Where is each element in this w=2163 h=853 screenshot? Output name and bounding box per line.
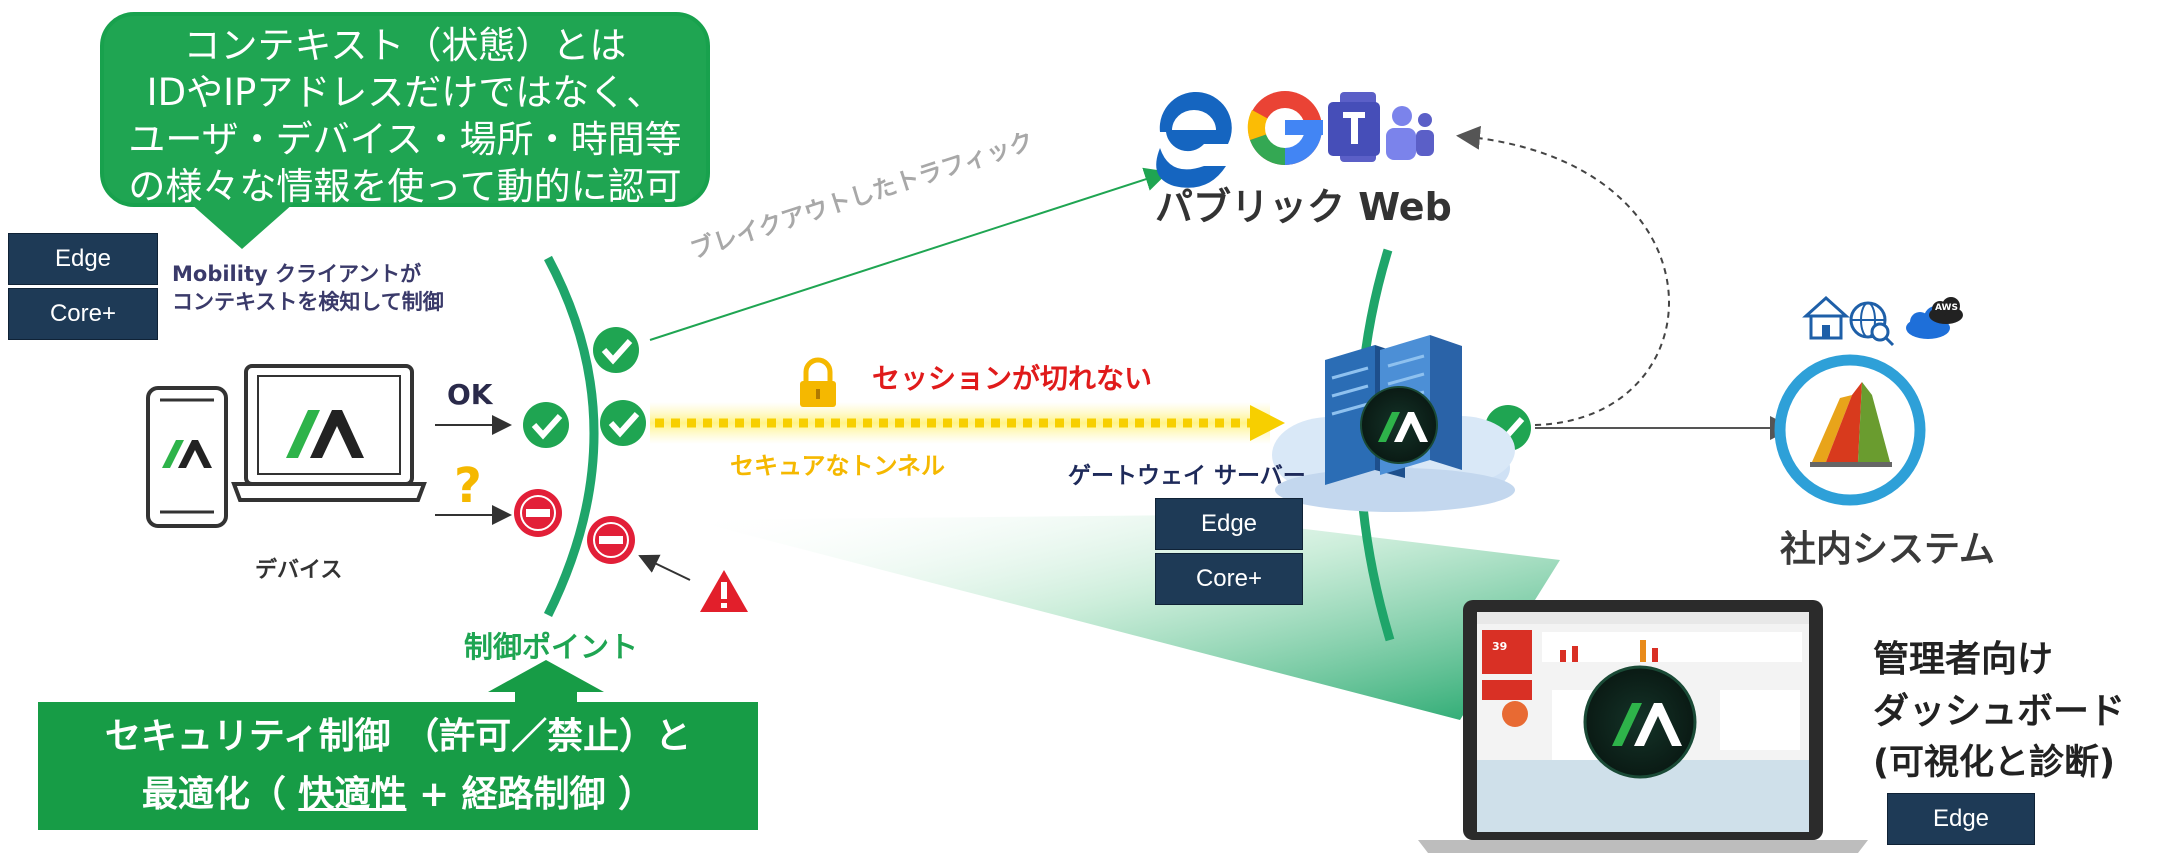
ok-label: OK xyxy=(447,378,493,411)
gateway-label: ゲートウェイ サーバー xyxy=(1068,463,1306,489)
aws-label: AWS xyxy=(1935,303,1958,313)
google-icon xyxy=(1247,91,1323,165)
internal-system-label: 社内システム xyxy=(1780,529,1995,570)
check-icon-ok xyxy=(523,402,569,448)
gateway-edge-tag: Edge xyxy=(1155,498,1303,550)
breakout-arrow xyxy=(649,167,1169,341)
control-point-up-arrow xyxy=(488,660,604,692)
warning-icon xyxy=(700,570,748,612)
security-box-line-2-prefix: 最適化（ xyxy=(141,774,286,815)
gateway-core-tag: Core+ xyxy=(1155,553,1303,605)
check-icon-tunnel xyxy=(600,400,646,446)
globe-icon xyxy=(1849,301,1895,347)
teams-icon xyxy=(1328,92,1434,162)
security-box-comfort: 快適性 xyxy=(298,774,407,815)
security-box-line-2: 最適化（ 快適性 + 経路制御 ） xyxy=(38,766,758,824)
dashboard-screen-number: 39 xyxy=(1492,640,1508,653)
tunnel-label: セキュアなトンネル xyxy=(730,452,946,480)
tunnel-arrowhead xyxy=(1250,405,1285,441)
speech-bubble-tail xyxy=(190,203,294,249)
phone-icon xyxy=(146,386,228,528)
lock-icon xyxy=(800,357,836,407)
question-mark: ? xyxy=(454,458,482,514)
gateway-to-web-dashed xyxy=(1456,125,1670,426)
laptop-icon xyxy=(231,364,427,502)
internal-system-icon xyxy=(1774,354,1926,506)
dashboard-beam xyxy=(690,515,1560,720)
left-edge-tag: Edge xyxy=(8,233,158,285)
left-core-tag: Core+ xyxy=(8,288,158,340)
session-label: セッションが切れない xyxy=(872,362,1153,395)
aws-cloud-icon xyxy=(1929,297,1963,324)
dashboard-laptop-icon xyxy=(1418,600,1868,853)
security-optimization-box: セキュリティ制御 （許可／禁止）と 最適化（ 快適性 + 経路制御 ） xyxy=(38,702,758,830)
context-speech-bubble: コンテキスト（状態）とは IDやIPアドレスだけではなく、 ユーザ・デバイス・場… xyxy=(100,12,710,208)
mobility-line-2: コンテキストを検知して制御 xyxy=(172,290,444,314)
threat-arrow xyxy=(638,554,691,581)
public-web-label: パブリック Web xyxy=(1155,185,1452,229)
home-icon xyxy=(1802,295,1850,340)
control-point-arc xyxy=(543,255,599,618)
security-box-line-2-suffix: + 経路制御 ） xyxy=(406,774,655,815)
control-point-label: 制御ポイント xyxy=(464,630,639,664)
security-box-line-1: セキュリティ制御 （許可／禁止）と xyxy=(104,716,692,757)
deny-icon-1 xyxy=(514,489,562,537)
edge-browser-icon xyxy=(1156,90,1233,188)
dashboard-line-2: ダッシュボード xyxy=(1873,691,2126,732)
dashboard-line-1: 管理者向け xyxy=(1873,639,2054,680)
deny-icon-2 xyxy=(587,516,635,564)
dashboard-line-3: (可視化と診断) xyxy=(1873,743,2115,783)
check-icon-breakout xyxy=(593,327,639,373)
mobility-line-1: Mobility クライアントが xyxy=(172,262,422,286)
dashboard-edge-tag: Edge xyxy=(1887,793,2035,845)
device-label: デバイス xyxy=(255,558,343,583)
control-point-up-arrow-stem xyxy=(515,690,577,704)
gateway-logo-icon xyxy=(1360,386,1438,464)
